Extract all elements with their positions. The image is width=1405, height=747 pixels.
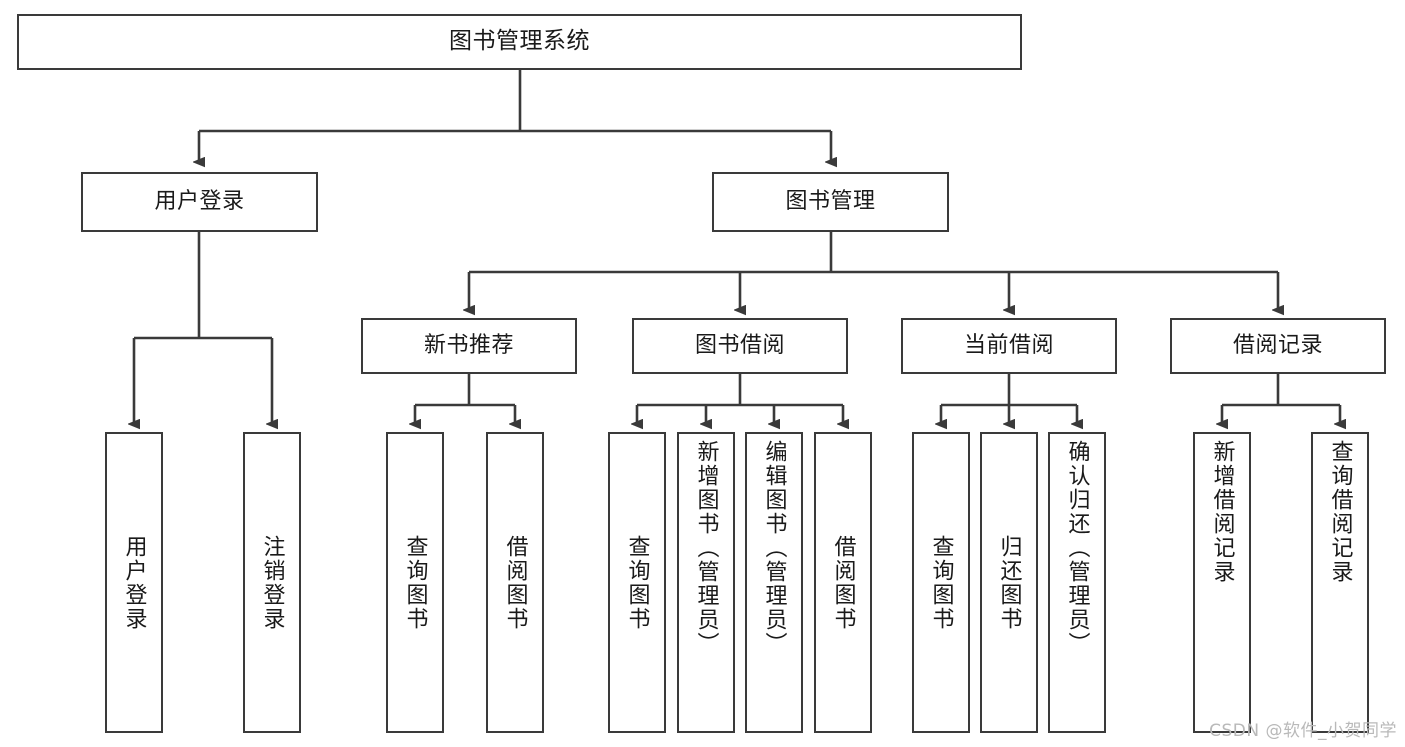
node-book-borrow-label: 图书借阅 xyxy=(694,333,785,359)
node-user-login-label: 用户登录 xyxy=(154,189,245,215)
leaf-borrow-add[interactable]: 新增图书（管理员） xyxy=(677,432,735,733)
leaf-user-login-signout[interactable]: 注销登录 xyxy=(243,432,301,733)
node-root-label: 图书管理系统 xyxy=(449,28,590,55)
leaf-record-query[interactable]: 查询借阅记录 xyxy=(1311,432,1369,733)
node-current-borrow[interactable]: 当前借阅 xyxy=(901,318,1117,374)
leaf-borrow-edit[interactable]: 编辑图书（管理员） xyxy=(745,432,803,733)
node-user-login[interactable]: 用户登录 xyxy=(81,172,318,232)
node-borrow-record[interactable]: 借阅记录 xyxy=(1170,318,1386,374)
node-book-borrow[interactable]: 图书借阅 xyxy=(632,318,848,374)
leaf-user-login-signout-label: 注销登录 xyxy=(259,534,285,631)
leaf-current-query-label: 查询图书 xyxy=(928,534,954,631)
leaf-borrow-query[interactable]: 查询图书 xyxy=(608,432,666,733)
leaf-newbook-query[interactable]: 查询图书 xyxy=(386,432,444,733)
leaf-borrow-edit-label: 编辑图书（管理员） xyxy=(761,440,787,656)
watermark: CSDN @软件_小贺同学 xyxy=(1209,721,1397,741)
leaf-current-return-label: 归还图书 xyxy=(996,534,1022,631)
leaf-current-return[interactable]: 归还图书 xyxy=(980,432,1038,733)
leaf-borrow-lend-label: 借阅图书 xyxy=(830,534,856,631)
leaf-borrow-query-label: 查询图书 xyxy=(624,534,650,631)
node-book-management[interactable]: 图书管理 xyxy=(712,172,949,232)
node-new-book-recommend-label: 新书推荐 xyxy=(423,333,514,359)
node-new-book-recommend[interactable]: 新书推荐 xyxy=(361,318,577,374)
leaf-current-confirm-return[interactable]: 确认归还（管理员） xyxy=(1048,432,1106,733)
leaf-user-login-signin-label: 用户登录 xyxy=(121,534,147,631)
leaf-borrow-lend[interactable]: 借阅图书 xyxy=(814,432,872,733)
node-book-management-label: 图书管理 xyxy=(785,189,876,215)
leaf-record-add-label: 新增借阅记录 xyxy=(1209,440,1235,584)
leaf-record-add[interactable]: 新增借阅记录 xyxy=(1193,432,1251,733)
leaf-current-confirm-return-label: 确认归还（管理员） xyxy=(1064,440,1090,656)
node-borrow-record-label: 借阅记录 xyxy=(1232,333,1323,359)
node-root[interactable]: 图书管理系统 xyxy=(17,14,1022,70)
leaf-newbook-query-label: 查询图书 xyxy=(402,534,428,631)
leaf-user-login-signin[interactable]: 用户登录 xyxy=(105,432,163,733)
leaf-newbook-borrow[interactable]: 借阅图书 xyxy=(486,432,544,733)
leaf-record-query-label: 查询借阅记录 xyxy=(1327,440,1353,584)
leaf-newbook-borrow-label: 借阅图书 xyxy=(502,534,528,631)
leaf-current-query[interactable]: 查询图书 xyxy=(912,432,970,733)
node-current-borrow-label: 当前借阅 xyxy=(963,333,1054,359)
leaf-borrow-add-label: 新增图书（管理员） xyxy=(693,440,719,656)
